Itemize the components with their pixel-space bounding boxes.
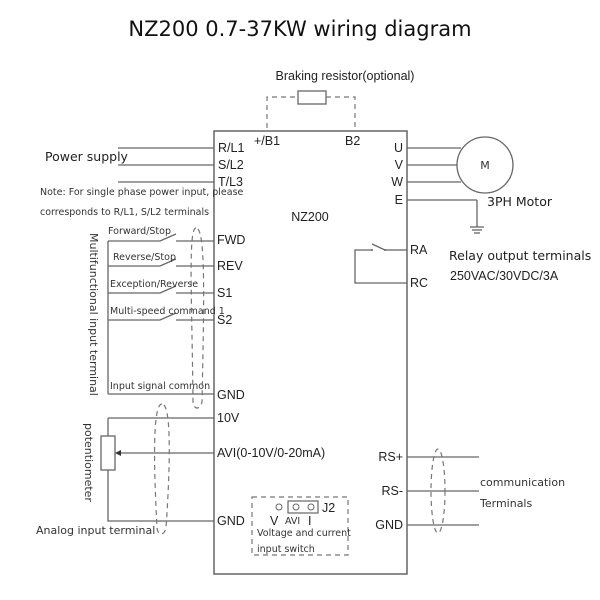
relay-contact-icon [371, 243, 392, 251]
wiper-arrow-icon [115, 450, 121, 456]
input-signal-common-label: Input signal common [110, 381, 210, 392]
motor-section: M 3PH Motor U V W E [391, 136, 553, 234]
terminal-s2: S2 [217, 313, 232, 327]
digital-input-section: Multifunctional input terminal Forward/S… [87, 226, 245, 409]
analog-input-label: Analog input terminal [36, 524, 155, 537]
terminal-gnd-digital: GND [217, 388, 245, 402]
terminal-b2: B2 [345, 134, 360, 148]
power-supply-section: Power supply R/L1 S/L2 T/L3 Note: For si… [40, 141, 244, 218]
jumper-dashed-box [251, 496, 349, 556]
potentiometer-label: potentiometer [82, 423, 95, 502]
shield-cable-digital [190, 227, 205, 409]
motor-symbol: M [480, 159, 490, 172]
analog-input-section: potentiometer 10V AVI(0-10V/0-20mA) GND … [36, 403, 325, 537]
jumper-position-v: V [270, 514, 279, 528]
shield-cable-comm [430, 448, 446, 534]
input-function-rev: Reverse/Stop [113, 252, 176, 263]
terminal-v: V [395, 158, 404, 172]
motor-label: 3PH Motor [487, 194, 553, 209]
communication-label-line1: communication [480, 476, 565, 489]
power-note-line2: corresponds to R/L1, S/L2 terminals [40, 207, 209, 218]
input-function-fwd: Forward/Stop [108, 226, 171, 237]
terminal-rc: RC [410, 276, 428, 290]
nz200-drive-box [213, 130, 408, 575]
jumper-pin-v-icon [275, 503, 283, 511]
diagram-title: NZ200 0.7-37KW wiring diagram [128, 17, 471, 41]
terminal-gnd-comm: GND [375, 518, 403, 532]
input-function-s2: Multi-speed command 1 [110, 306, 225, 317]
jumper-position-i: I [308, 514, 311, 528]
terminal-avi: AVI(0-10V/0-20mA) [217, 446, 325, 460]
potentiometer-icon [100, 435, 116, 471]
power-supply-label: Power supply [45, 149, 129, 164]
terminal-u: U [394, 141, 403, 155]
terminal-10v: 10V [217, 411, 240, 425]
braking-resistor: Braking resistor(optional) +/B1 B2 [254, 69, 414, 148]
terminal-ra: RA [410, 243, 428, 257]
terminal-e: E [395, 193, 403, 207]
terminal-fwd: FWD [217, 233, 245, 247]
shield-cable-analog [153, 403, 170, 535]
relay-label-line2: 250VAC/30VDC/3A [450, 269, 559, 283]
multifunctional-input-label: Multifunctional input terminal [87, 233, 100, 396]
jumper-j2-section: J2 V AVI I Voltage and current input swi… [251, 496, 351, 556]
device-label: NZ200 [291, 210, 329, 224]
terminal-rev: REV [217, 259, 243, 273]
terminal-gnd-analog: GND [217, 514, 245, 528]
power-note-line1: Note: For single phase power input, plea… [40, 187, 244, 198]
communication-label-line2: Terminals [479, 497, 532, 510]
terminal-tl3: T/L3 [218, 175, 243, 189]
jumper-name: J2 [322, 501, 335, 515]
terminal-b1: +/B1 [254, 134, 280, 148]
jumper-label-line1: Voltage and current [257, 528, 351, 539]
terminal-rs-plus: RS+ [378, 450, 403, 464]
motor-icon [456, 136, 514, 194]
jumper-cap-icon [287, 500, 319, 514]
ground-icon [470, 226, 484, 234]
jumper-pin-i-icon [307, 503, 315, 511]
relay-section: RA RC Relay output terminals 250VAC/30VD… [354, 243, 591, 290]
communication-section: RS+ RS- GND communication Terminals [375, 448, 565, 534]
terminal-s1: S1 [217, 286, 232, 300]
braking-resistor-label: Braking resistor(optional) [276, 69, 415, 83]
terminal-sl2: S/L2 [218, 158, 244, 172]
terminal-rl1: R/L1 [218, 141, 244, 155]
input-function-s1: Exception/Reverse [110, 279, 198, 290]
jumper-pin-avi-icon [292, 503, 300, 511]
relay-label-line1: Relay output terminals [449, 248, 591, 263]
resistor-icon [297, 90, 327, 105]
jumper-position-avi: AVI [285, 516, 300, 527]
terminal-rs-minus: RS- [381, 484, 403, 498]
jumper-label-line2: input switch [257, 544, 315, 555]
terminal-w: W [391, 175, 403, 189]
